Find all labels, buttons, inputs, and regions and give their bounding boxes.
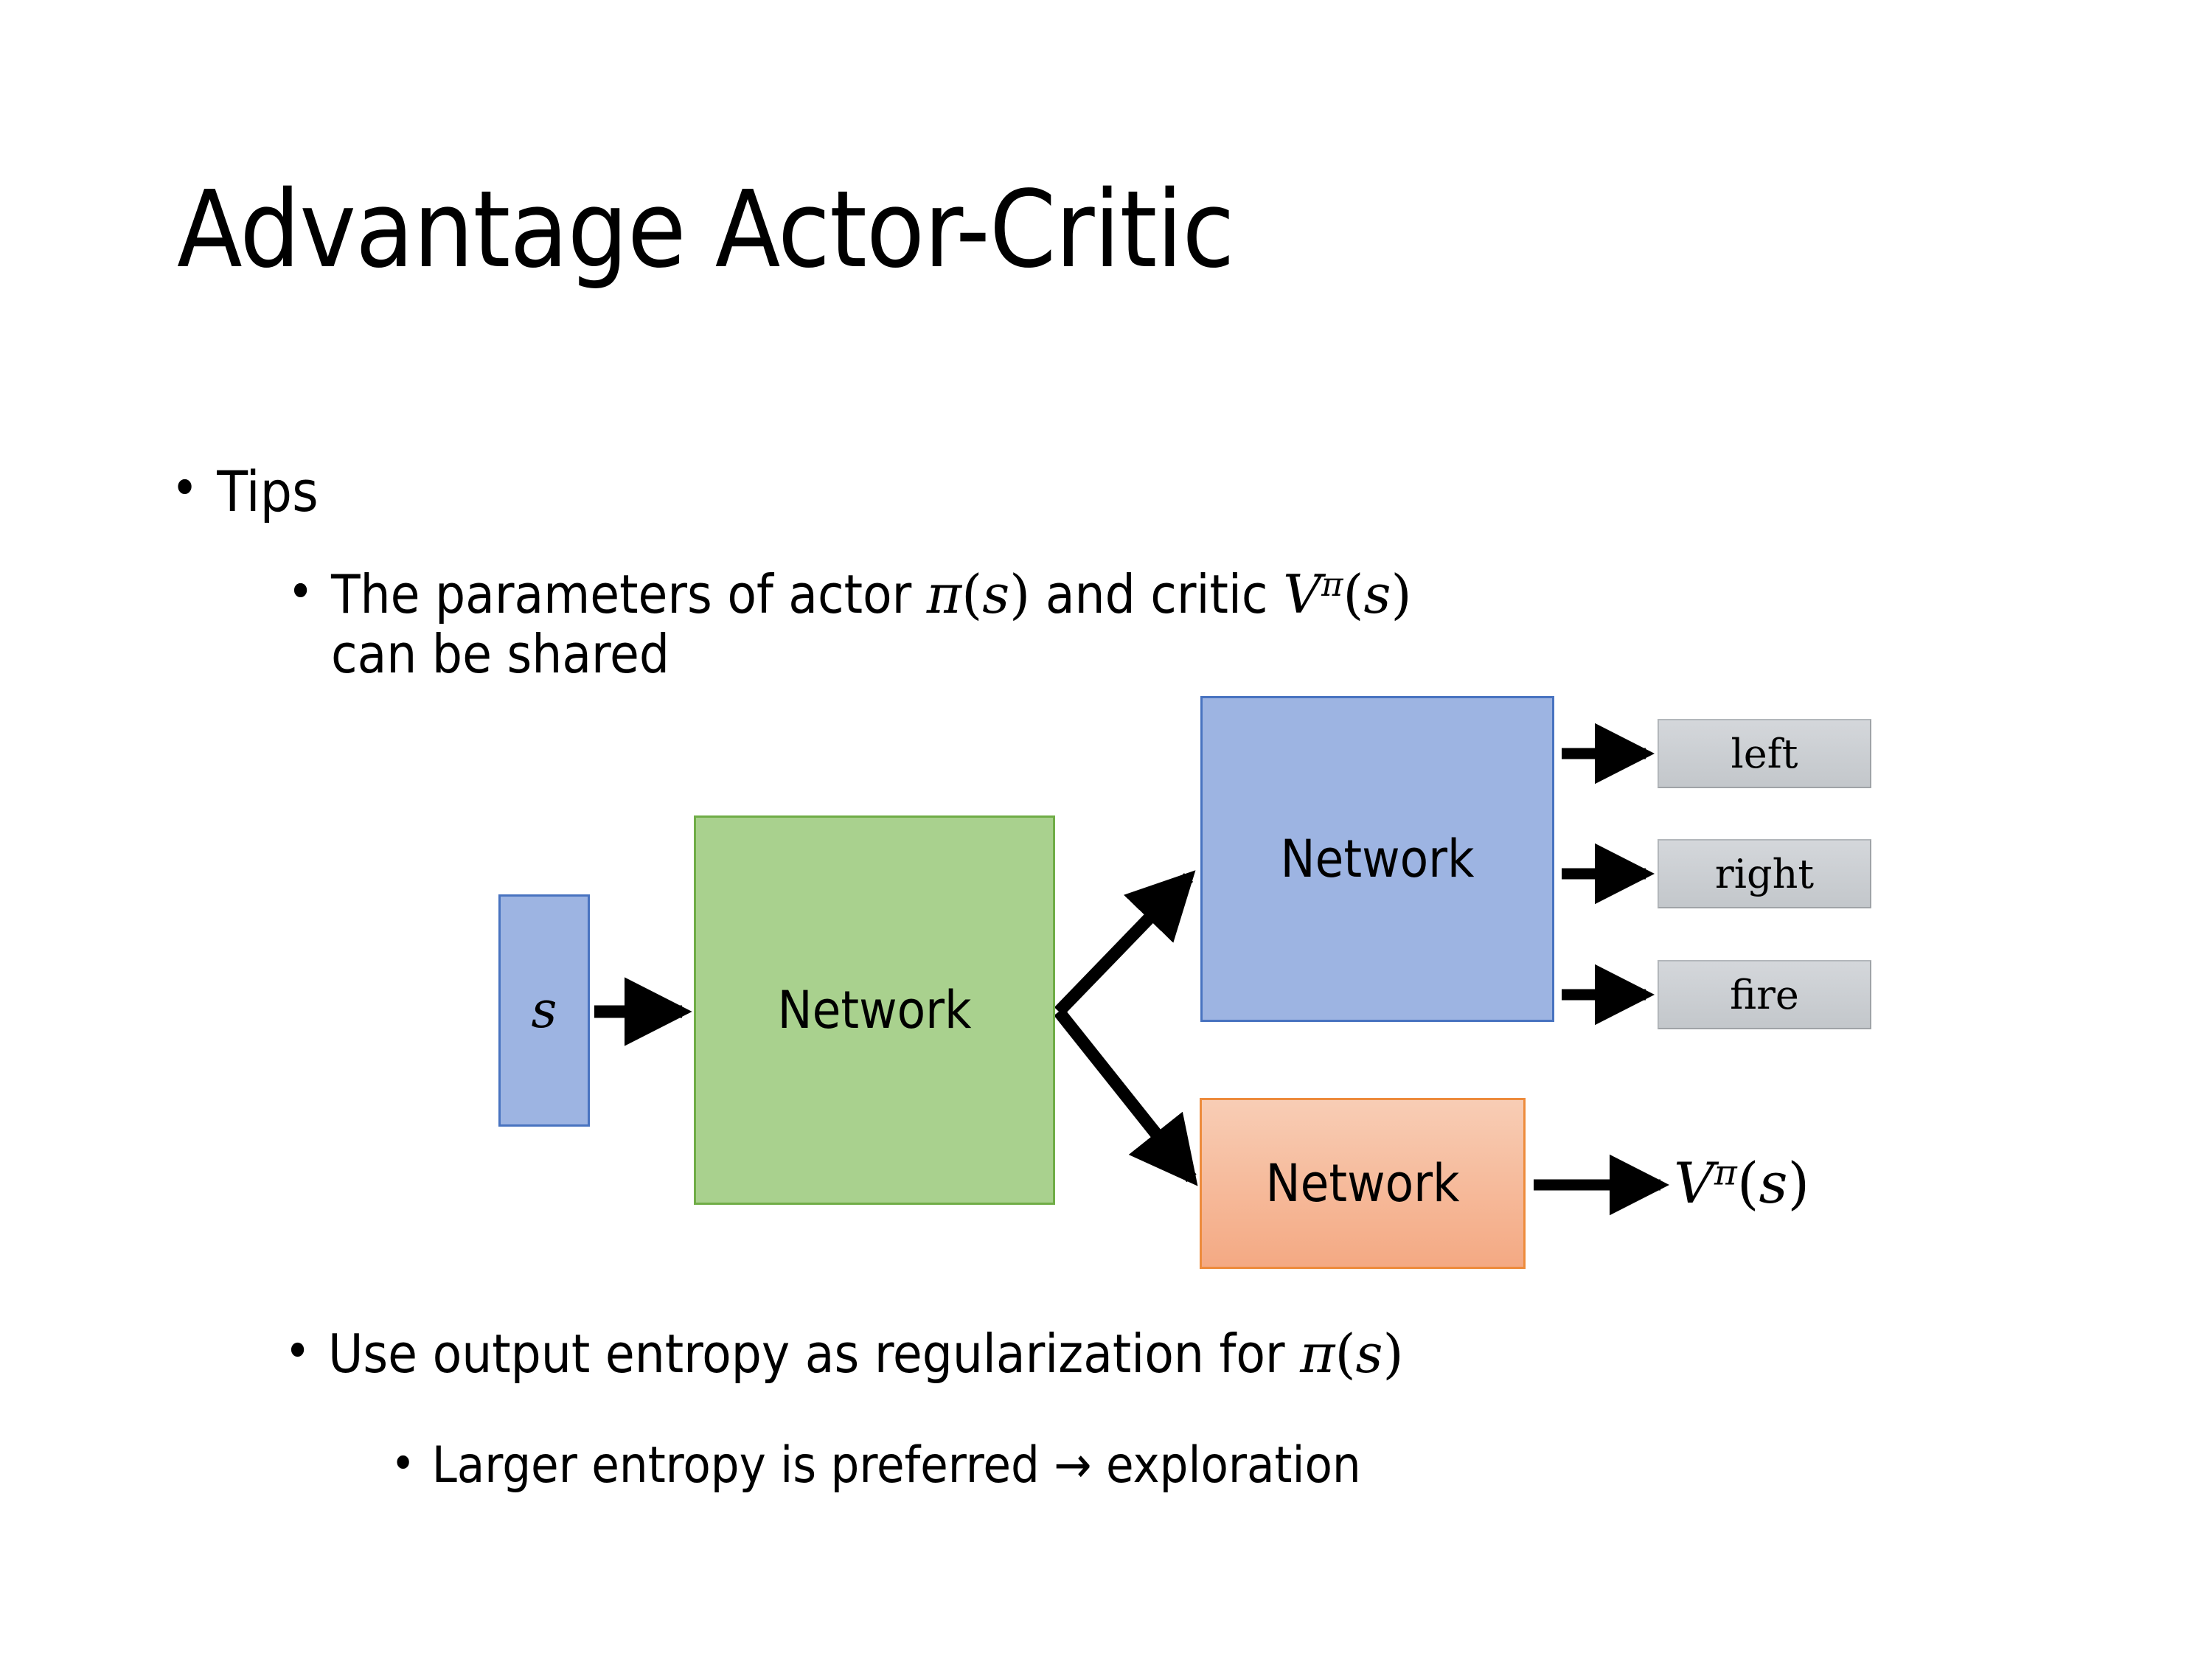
bullet-marker-icon: • xyxy=(285,1322,311,1380)
bullet-entropy-regularization: • Use output entropy as regularization f… xyxy=(285,1324,2054,1384)
shared-network-label: Network xyxy=(777,980,972,1040)
entropy-part1: Use output entropy as regularization for xyxy=(328,1323,1301,1385)
arrow-shared-to-actor xyxy=(1054,870,1196,1016)
bullet-shared-parameters: • The parameters of actor π(s) and criti… xyxy=(288,563,2006,686)
shared-params-part3: can be shared xyxy=(331,623,670,686)
math-v-paren-close: ) xyxy=(1391,563,1412,625)
bullet-tips: • Tips xyxy=(171,460,1056,524)
math-v-superscript-pi: π xyxy=(1321,565,1343,604)
action-output-left-label: left xyxy=(1731,730,1798,777)
state-input-box[interactable]: s xyxy=(498,894,590,1127)
bullet-marker-icon: • xyxy=(391,1436,416,1490)
shared-params-part1: The parameters of actor xyxy=(331,563,927,625)
critic-network-label: Network xyxy=(1265,1153,1460,1214)
math-v-paren-open: ( xyxy=(1343,563,1364,625)
value-output-paren-close: ) xyxy=(1787,1150,1810,1216)
actor-network-label: Network xyxy=(1280,829,1475,889)
shared-network-box[interactable]: Network xyxy=(694,815,1055,1205)
value-output-paren-open: ( xyxy=(1736,1150,1759,1216)
state-input-label: s xyxy=(531,981,557,1040)
math-v-arg: s xyxy=(1363,563,1391,625)
math-pi-paren-close: ) xyxy=(1009,563,1031,625)
page-title: Advantage Actor-Critic xyxy=(177,167,1235,291)
action-output-fire-label: fire xyxy=(1730,971,1799,1018)
value-output-superscript: π xyxy=(1714,1152,1737,1194)
math-pi-symbol: π xyxy=(1300,1323,1335,1385)
action-output-left[interactable]: left xyxy=(1658,719,1871,788)
action-output-right[interactable]: right xyxy=(1658,839,1871,908)
value-output-base: V xyxy=(1674,1150,1714,1216)
action-output-fire[interactable]: fire xyxy=(1658,960,1871,1029)
bullet-larger-entropy-label: Larger entropy is preferred → exploratio… xyxy=(431,1436,1361,1495)
value-output-arg: s xyxy=(1759,1150,1788,1216)
bullet-tips-label: Tips xyxy=(217,459,319,524)
value-output-label: Vπ(s) xyxy=(1674,1150,1809,1216)
bullet-marker-icon: • xyxy=(288,563,314,620)
math-pi-arg: s xyxy=(982,563,1010,625)
action-output-right-label: right xyxy=(1714,850,1815,897)
math-pi-arg: s xyxy=(1355,1323,1383,1385)
critic-network-box[interactable]: Network xyxy=(1200,1098,1526,1269)
actor-network-box[interactable]: Network xyxy=(1200,696,1554,1022)
math-pi-symbol: π xyxy=(926,563,962,625)
bullet-shared-parameters-text: The parameters of actor π(s) and critic … xyxy=(331,563,2006,686)
arrow-shared-to-critic xyxy=(1054,1007,1198,1186)
math-pi-paren-open: ( xyxy=(1335,1323,1356,1385)
bullet-larger-entropy: • Larger entropy is preferred → explorat… xyxy=(391,1436,2087,1495)
bullet-entropy-text: Use output entropy as regularization for… xyxy=(328,1324,2054,1384)
math-pi-paren-close: ) xyxy=(1382,1323,1404,1385)
math-pi-paren-open: ( xyxy=(961,563,983,625)
bullet-marker-icon: • xyxy=(171,459,199,519)
shared-params-part2: and critic xyxy=(1030,563,1284,625)
math-v-symbol: V xyxy=(1283,563,1322,625)
